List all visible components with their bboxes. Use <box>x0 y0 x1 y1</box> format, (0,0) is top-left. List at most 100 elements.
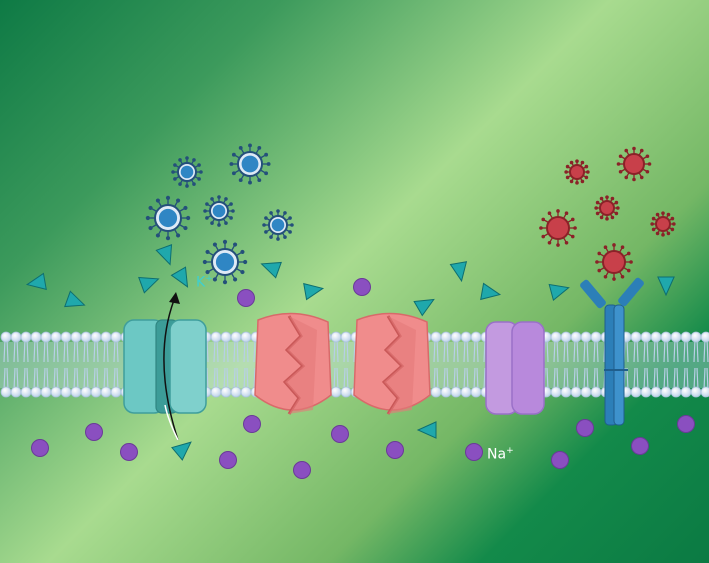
lipid-tail <box>113 338 116 363</box>
lipid-head <box>210 386 222 398</box>
lipid-tail <box>233 338 236 363</box>
lipid-tail <box>666 367 669 391</box>
lipid-tail <box>693 367 696 391</box>
lipid-tail <box>646 367 649 391</box>
lipid-tail <box>346 338 349 363</box>
lipid-tail <box>236 367 239 391</box>
lipid-tail <box>23 367 26 391</box>
lipid-tail <box>116 338 119 363</box>
lipid-head <box>470 386 482 398</box>
lipid-tail <box>453 367 456 391</box>
lipid-head <box>90 386 102 398</box>
potassium-ion <box>260 261 282 279</box>
lipid-tail <box>446 338 449 363</box>
lipid-tail <box>343 338 346 363</box>
blue-virus <box>229 143 271 185</box>
lipid-head <box>680 386 692 398</box>
lipid-head <box>440 386 452 398</box>
lipid-tail <box>253 367 256 391</box>
potassium-ion <box>64 290 86 308</box>
lipid-tail <box>583 338 586 363</box>
lipid-head <box>670 331 682 343</box>
lipid-head <box>590 331 602 343</box>
lipid-tail <box>63 338 66 363</box>
red-virus <box>539 209 577 247</box>
lipid-tail <box>706 338 709 363</box>
lipid-tail <box>593 338 596 363</box>
lipid-head <box>640 386 652 398</box>
lipid-head <box>670 386 682 398</box>
lipid-tail <box>246 338 249 363</box>
sodium-ion <box>576 419 594 437</box>
lipid-head <box>430 386 442 398</box>
lipid-tail <box>483 338 486 363</box>
ion-flow-arrow-tail <box>164 404 179 441</box>
lipid-head <box>210 331 222 343</box>
lipid-tail <box>573 338 576 363</box>
sodium-ion <box>243 415 261 433</box>
sodium-ion <box>31 439 49 457</box>
lipid-tail <box>663 338 666 363</box>
viruses <box>145 143 676 285</box>
lipid-tail <box>686 338 689 363</box>
red-virus <box>595 243 633 281</box>
lipid-head <box>570 331 582 343</box>
blue-virus <box>262 209 294 241</box>
lipid-head <box>700 331 709 343</box>
receptor-arm-right <box>618 277 644 307</box>
lipid-tail <box>223 367 226 391</box>
lipid-head <box>100 331 112 343</box>
potassium-ion <box>480 282 502 301</box>
lipid-head <box>690 386 702 398</box>
sodium-ion <box>120 443 138 461</box>
lipid-tail <box>586 338 589 363</box>
lipid-head <box>220 386 232 398</box>
lipid-tail <box>596 338 599 363</box>
lipid-tail <box>573 367 576 391</box>
lipid-tail <box>53 367 56 391</box>
lipid-tail <box>213 367 216 391</box>
membrane-proteins <box>123 277 644 441</box>
lipid-head <box>0 331 12 343</box>
lipid-tail <box>553 367 556 391</box>
potassium-ion <box>303 282 325 301</box>
receptor-stem-right <box>613 304 625 426</box>
lipid-tail <box>676 367 679 391</box>
lipid-tail <box>63 367 66 391</box>
lipid-tail <box>43 367 46 391</box>
lipid-tail <box>33 367 36 391</box>
lipid-tail <box>93 367 96 391</box>
lipid-head <box>550 386 562 398</box>
lipid-tail <box>216 338 219 363</box>
sodium-ion <box>219 451 237 469</box>
lipid-head <box>340 331 352 343</box>
lipid-tail <box>16 367 19 391</box>
lipid-tail <box>706 367 709 391</box>
lipid-tail <box>106 367 109 391</box>
lipid-tail <box>93 338 96 363</box>
sodium-ion <box>353 278 371 296</box>
red-virus <box>616 146 652 182</box>
lipid-tail <box>16 338 19 363</box>
lipid-tail <box>206 338 209 363</box>
lipid-tail <box>433 338 436 363</box>
lipid-tail <box>56 367 59 391</box>
lipid-tail <box>676 338 679 363</box>
lipid-head <box>30 386 42 398</box>
lipid-tail <box>596 367 599 391</box>
lipid-tail <box>243 367 246 391</box>
lipid-tail <box>13 338 16 363</box>
transporter-2-shade <box>384 316 416 414</box>
lipid-tail <box>46 367 49 391</box>
lipid-tail <box>696 367 699 391</box>
lipid-head <box>240 386 252 398</box>
lipid-tail <box>463 338 466 363</box>
blue-virus <box>171 156 203 188</box>
lipid-head <box>30 331 42 343</box>
potassium-ion <box>25 272 47 291</box>
lipid-head <box>80 331 92 343</box>
lipid-head <box>680 331 692 343</box>
sodium-ion <box>677 415 695 433</box>
lipid-tail <box>226 367 229 391</box>
potassium-ion <box>413 298 435 317</box>
